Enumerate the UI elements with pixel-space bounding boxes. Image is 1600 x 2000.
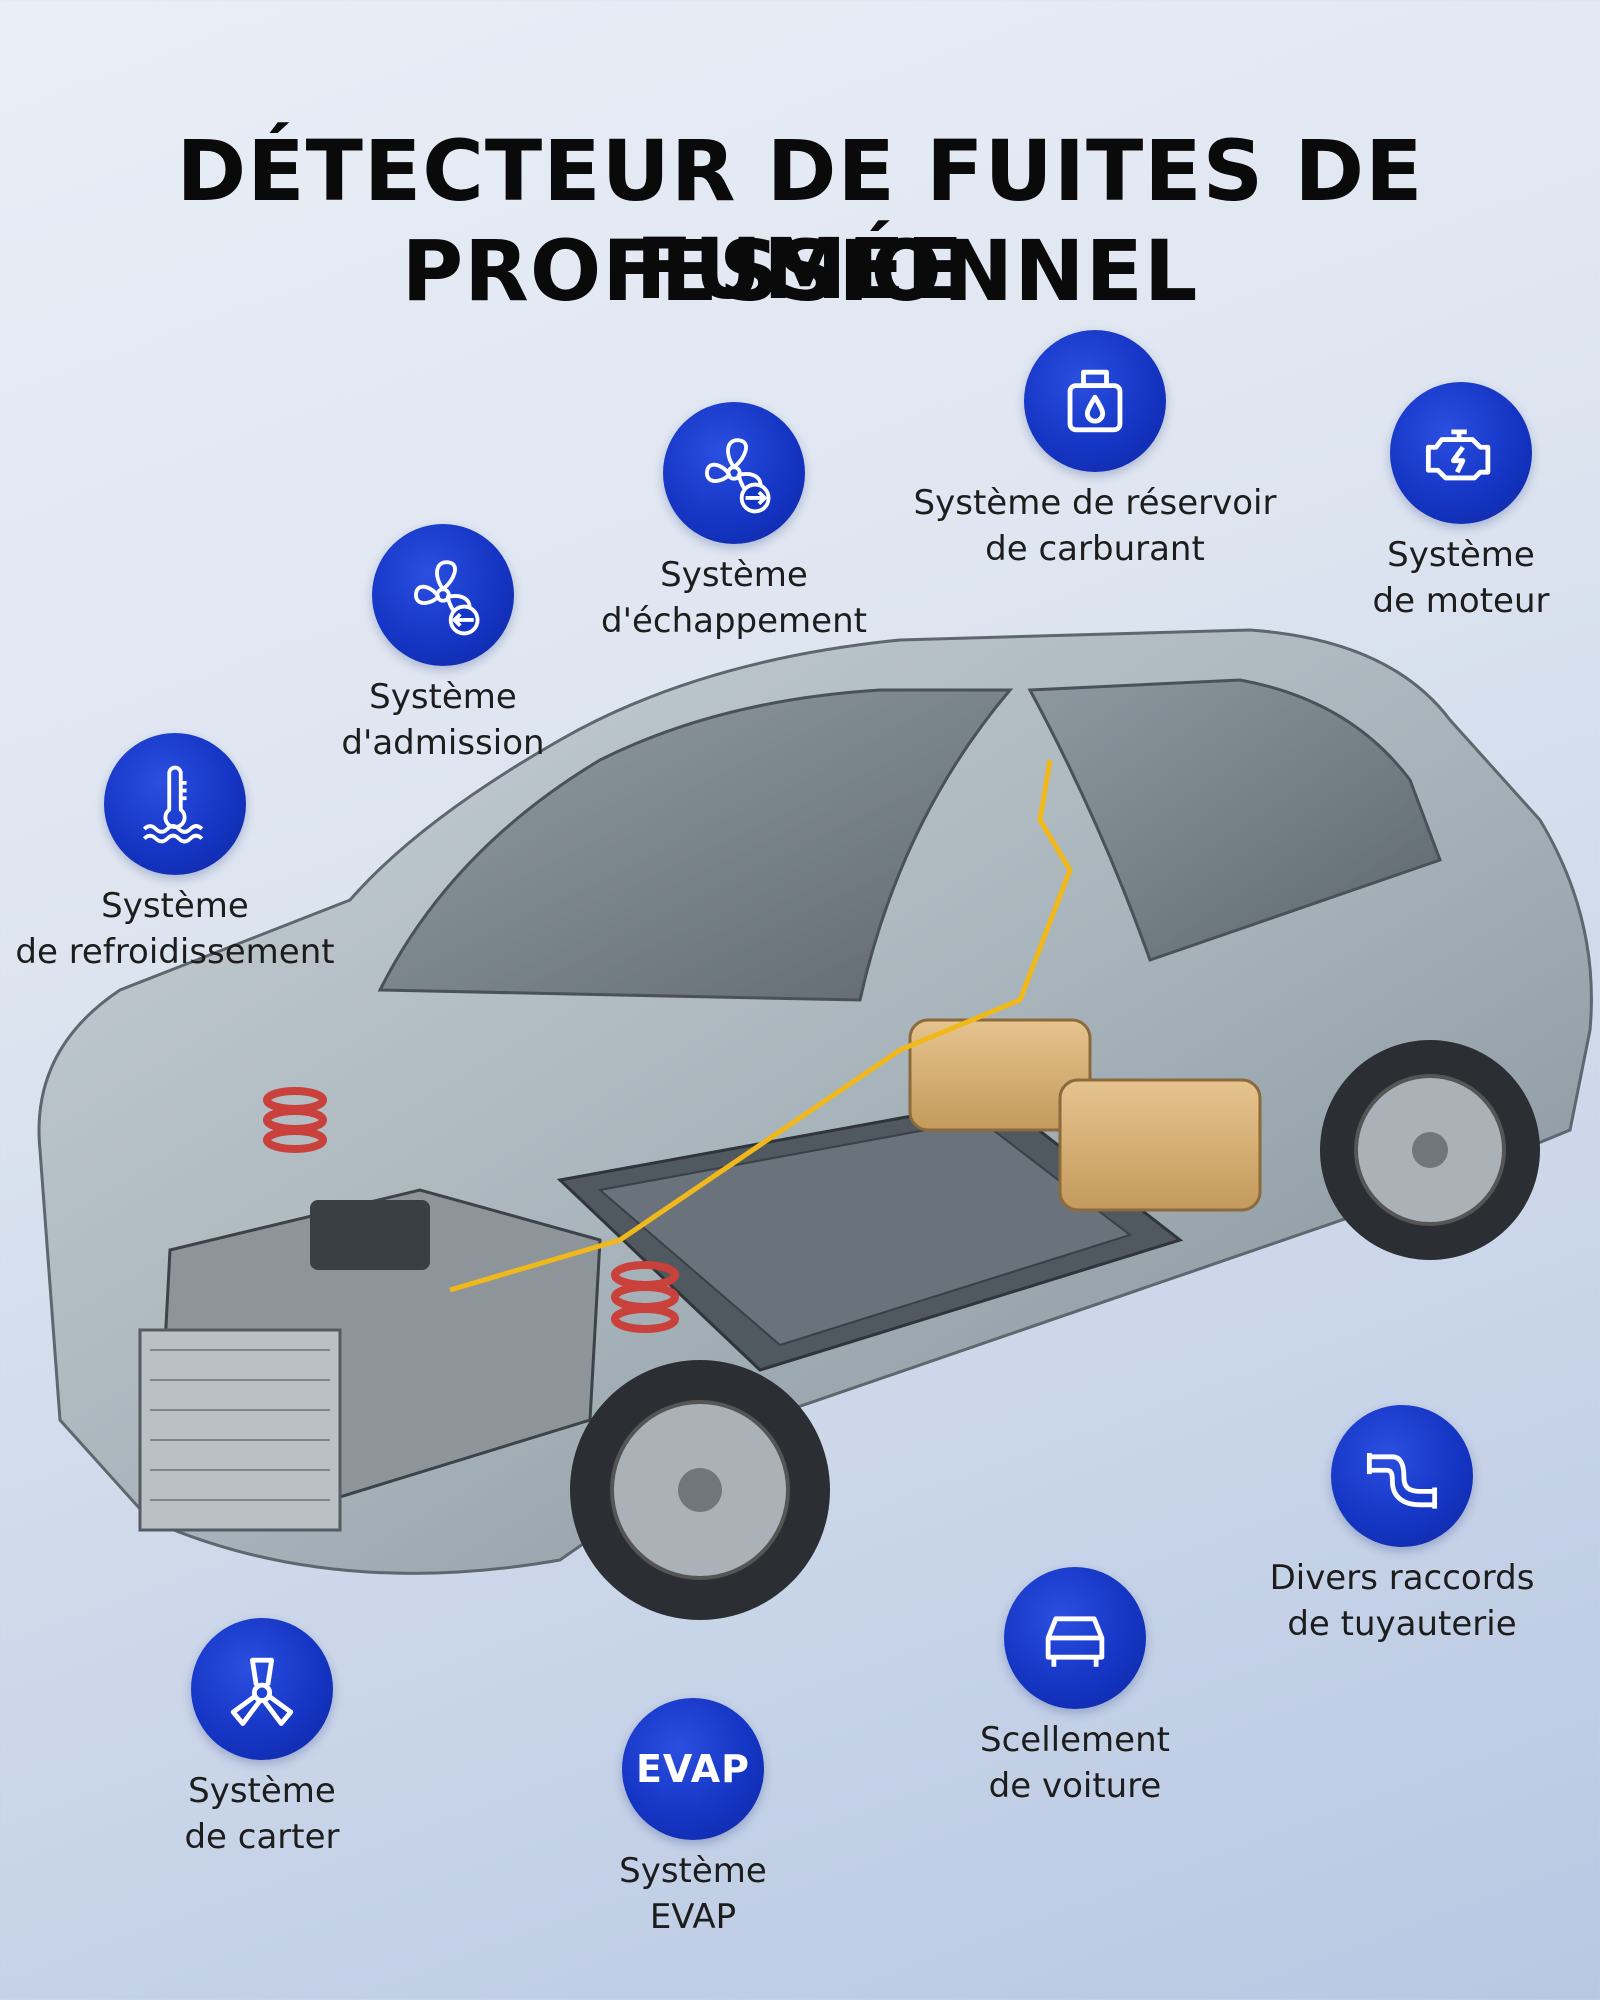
feature-echappement: Système d'échappement <box>534 402 934 644</box>
feature-evap: EVAP Système EVAP <box>493 1698 893 1940</box>
fuel-tank-icon <box>1024 330 1166 472</box>
feature-admission-line1: Système <box>369 677 517 717</box>
coolant-thermometer-icon <box>104 733 246 875</box>
feature-moteur-line1: Système <box>1387 535 1535 575</box>
page-title-line2: PROFESSIONNEL <box>401 222 1199 320</box>
car-seal-icon <box>1004 1567 1146 1709</box>
feature-echappement-line1: Système <box>660 555 808 595</box>
evap-badge-text: EVAP <box>635 1747 751 1791</box>
feature-raccords-line2: de tuyauterie <box>1287 1604 1517 1644</box>
feature-scellement-line1: Scellement <box>980 1720 1170 1760</box>
feature-evap-line2: EVAP <box>649 1897 737 1937</box>
feature-scellement-line2: de voiture <box>988 1766 1162 1806</box>
exhaust-fan-icon <box>663 402 805 544</box>
page-title-line1: DÉTECTEUR DE FUITES DE FUMÉE <box>176 122 1424 318</box>
feature-evap-line1: Système <box>619 1851 767 1891</box>
feature-admission: Système d'admission <box>243 524 643 766</box>
feature-carter: Système de carter <box>62 1618 462 1860</box>
feature-refroidissement-line1: Système <box>101 886 249 926</box>
intake-fan-icon <box>372 524 514 666</box>
feature-reservoir: Système de réservoir de carburant <box>895 330 1295 572</box>
feature-carter-line1: Système <box>188 1771 336 1811</box>
feature-reservoir-line1: Système de réservoir <box>913 483 1277 523</box>
feature-echappement-line2: d'échappement <box>601 601 867 641</box>
feature-moteur-line2: de moteur <box>1372 581 1550 621</box>
evap-icon: EVAP <box>622 1698 764 1840</box>
engine-icon <box>1390 382 1532 524</box>
feature-scellement: Scellement de voiture <box>875 1567 1275 1809</box>
feature-moteur: Système de moteur <box>1261 382 1600 624</box>
feature-reservoir-line2: de carburant <box>985 529 1205 569</box>
crankcase-icon <box>191 1618 333 1760</box>
feature-carter-line2: de carter <box>184 1817 340 1857</box>
feature-admission-line2: d'admission <box>341 723 545 763</box>
feature-refroidissement: Système de refroidissement <box>0 733 375 975</box>
pipe-icon <box>1331 1405 1473 1547</box>
feature-raccords: Divers raccords de tuyauterie <box>1202 1405 1600 1647</box>
feature-refroidissement-line2: de refroidissement <box>15 932 335 972</box>
feature-raccords-line1: Divers raccords <box>1269 1558 1535 1598</box>
